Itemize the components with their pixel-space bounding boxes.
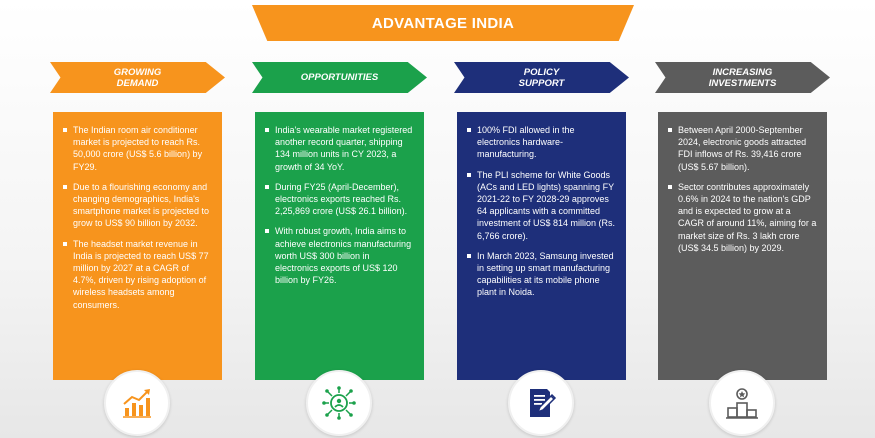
column-body: 100% FDI allowed in the electronics hard… xyxy=(457,112,626,380)
icon-circle xyxy=(104,370,170,436)
growth-chart-icon xyxy=(123,389,151,418)
column-growing-demand: GROWING DEMAND The Indian room air condi… xyxy=(50,62,225,438)
column-body: India's wearable market registered anoth… xyxy=(255,112,424,380)
column-heading-banner: GROWING DEMAND xyxy=(50,62,225,93)
list-item: In March 2023, Samsung invested in setti… xyxy=(467,250,616,299)
list-item: During FY25 (April-December), electronic… xyxy=(265,181,414,218)
column-policy-support: POLICY SUPPORT 100% FDI allowed in the e… xyxy=(454,62,629,438)
list-item: Between April 2000-September 2024, elect… xyxy=(668,124,817,173)
list-item: 100% FDI allowed in the electronics hard… xyxy=(467,124,616,161)
list-item: Due to a flourishing economy and changin… xyxy=(63,181,212,230)
list-item: The PLI scheme for White Goods (ACs and … xyxy=(467,169,616,242)
list-item: With robust growth, India aims to achiev… xyxy=(265,225,414,286)
list-item: Sector contributes approximately 0.6% in… xyxy=(668,181,817,254)
icon-circle xyxy=(709,370,775,436)
column-opportunities: OPPORTUNITIES India's wearable market re… xyxy=(252,62,427,438)
bullet-list: India's wearable market registered anoth… xyxy=(265,124,414,286)
icon-circle xyxy=(508,370,574,436)
opportunity-network-icon xyxy=(322,386,356,420)
column-heading: INCREASING INVESTMENTS xyxy=(708,66,777,89)
bullet-list: 100% FDI allowed in the electronics hard… xyxy=(467,124,616,299)
list-item: The headset market revenue in India is p… xyxy=(63,238,212,311)
investment-podium-icon xyxy=(726,388,758,419)
page-title: ADVANTAGE INDIA xyxy=(371,14,515,32)
bullet-list: Between April 2000-September 2024, elect… xyxy=(668,124,817,254)
list-item: The Indian room air conditioner market i… xyxy=(63,124,212,173)
list-item: India's wearable market registered anoth… xyxy=(265,124,414,173)
column-heading: POLICY SUPPORT xyxy=(518,66,565,89)
column-increasing-investments: INCREASING INVESTMENTS Between April 200… xyxy=(655,62,830,438)
policy-document-icon xyxy=(530,389,557,417)
column-heading-banner: POLICY SUPPORT xyxy=(454,62,629,93)
column-heading-banner: OPPORTUNITIES xyxy=(252,62,427,93)
column-heading-banner: INCREASING INVESTMENTS xyxy=(655,62,830,93)
bullet-list: The Indian room air conditioner market i… xyxy=(63,124,212,311)
column-heading: GROWING DEMAND xyxy=(113,66,162,89)
column-heading: OPPORTUNITIES xyxy=(300,72,379,83)
column-body: The Indian room air conditioner market i… xyxy=(53,112,222,380)
title-banner: ADVANTAGE INDIA xyxy=(252,5,634,41)
column-body: Between April 2000-September 2024, elect… xyxy=(658,112,827,380)
icon-circle xyxy=(306,370,372,436)
